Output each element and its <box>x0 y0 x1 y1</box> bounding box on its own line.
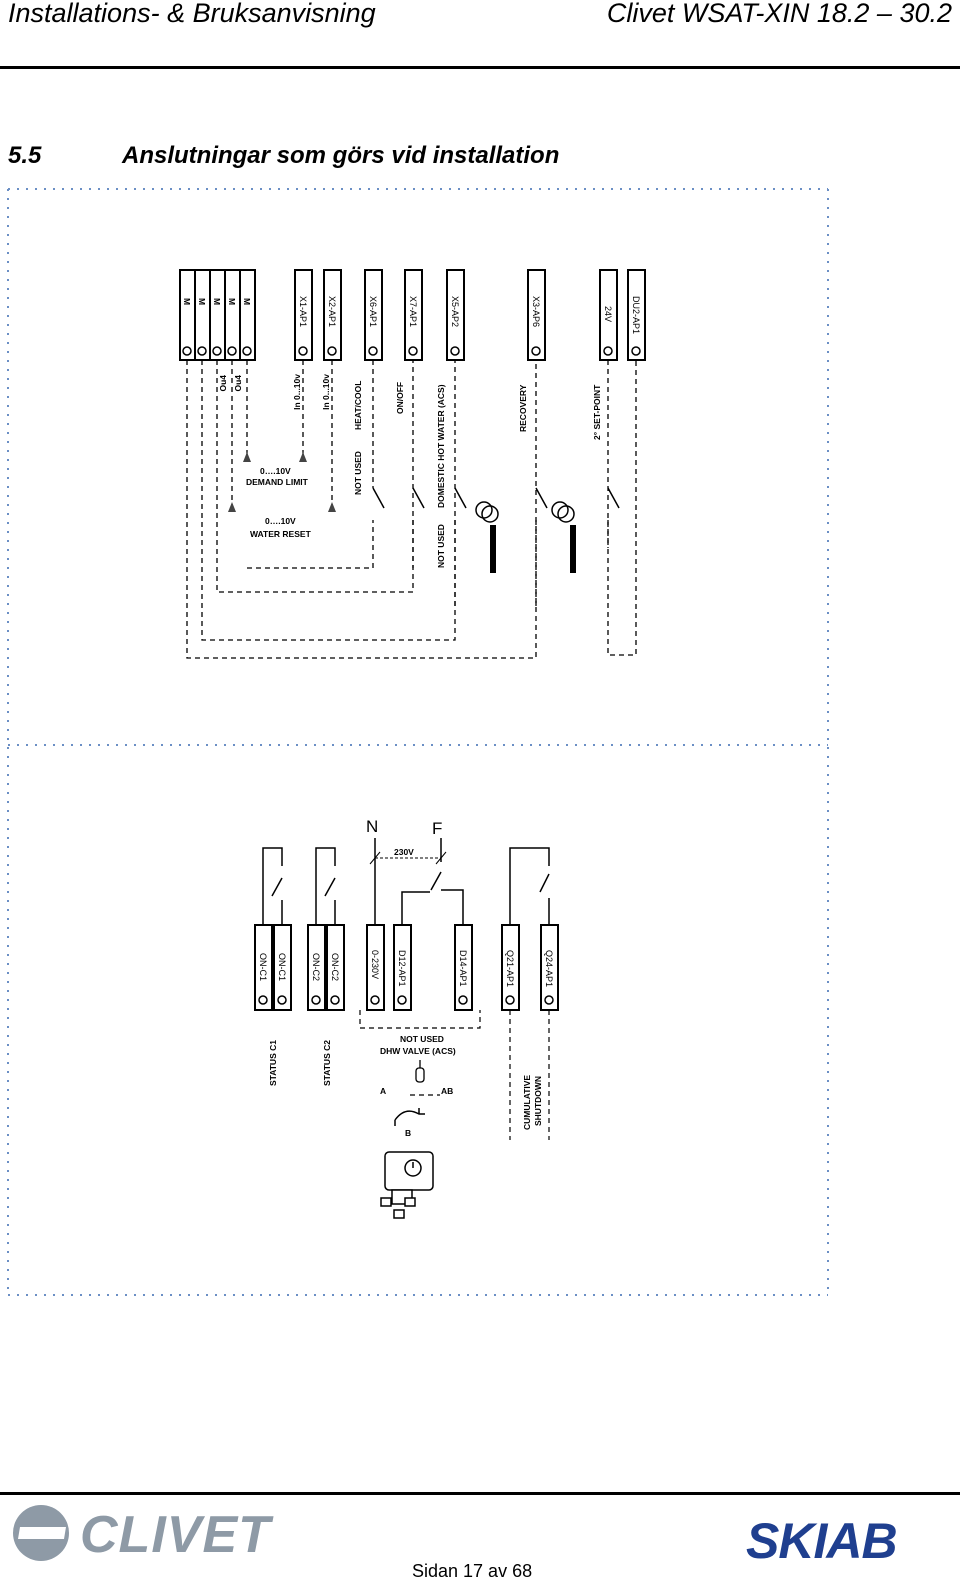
valve-hand-icon <box>415 1060 425 1083</box>
supply-dimension <box>369 851 447 865</box>
function-label-recovery: RECOVERY <box>518 384 528 432</box>
function-label-not-used-1: NOT USED <box>353 451 363 495</box>
signal-label-ou4-1: Ou4 <box>218 375 228 392</box>
section-number: 5.5 <box>8 142 42 169</box>
lower-terminal-screws <box>258 995 554 1005</box>
function-label-heat-cool: HEAT/COOL <box>353 381 363 430</box>
clivet-logo: CLIVET <box>80 1506 271 1564</box>
dhw-not-used-label: NOT USED <box>400 1034 444 1044</box>
lower-terminal-0-230v: 0-230V <box>370 950 380 979</box>
supply-voltage-label: 230V <box>394 847 414 857</box>
diagram-frame <box>7 188 829 1296</box>
lower-terminal-d12-ap1: D12-AP1 <box>397 950 407 987</box>
shutdown-label: SHUTDOWN <box>533 1076 543 1126</box>
valve-port-a: A <box>380 1086 386 1096</box>
clivet-emblem-icon <box>13 1505 69 1561</box>
skiab-logo: SKIAB <box>746 1513 898 1569</box>
terminal-label-m1: M <box>182 298 192 305</box>
signal-label-in-1: In 0...10v <box>292 374 302 410</box>
lower-terminal-d14-ap1: D14-AP1 <box>458 950 468 987</box>
header-right-title: Clivet WSAT-XIN 18.2 – 30.2 <box>606 0 952 28</box>
dhw-valve-label: DHW VALVE (ACS) <box>380 1046 456 1056</box>
water-reset-label: WATER RESET <box>250 529 312 539</box>
valve-port-ab: AB <box>441 1086 453 1096</box>
terminal-label-x6-ap1: X6-AP1 <box>368 296 378 327</box>
lower-terminal-q21-ap1: Q21-AP1 <box>505 950 515 987</box>
header-divider <box>0 66 960 69</box>
demand-limit-label: DEMAND LIMIT <box>246 477 309 487</box>
lower-terminal-on-c2-a: ON-C2 <box>311 953 321 981</box>
function-label-dhw: DOMESTIC HOT WATER (ACS) <box>436 384 446 508</box>
upper-terminal-screws <box>182 346 641 356</box>
terminal-label-x1-ap1: X1-AP1 <box>298 296 308 327</box>
terminal-label-m5: M <box>242 298 252 305</box>
terminal-label-24v: 24V <box>603 306 613 322</box>
valve-actuator-icon <box>380 1151 434 1219</box>
upper-terminal-blocks <box>179 269 646 361</box>
function-label-not-used-2: NOT USED <box>436 524 446 568</box>
terminal-label-x5-ap2: X5-AP2 <box>450 296 460 327</box>
terminal-label-m2: M <box>197 298 207 305</box>
lower-terminal-on-c1-a: ON-C1 <box>258 953 268 981</box>
upper-wiring <box>186 360 637 659</box>
valve-port-b: B <box>405 1128 411 1138</box>
signal-arrows <box>228 452 336 512</box>
header-left-title: Installations- & Bruksanvisning <box>8 0 376 28</box>
lower-dashed-wiring <box>359 1010 550 1140</box>
faucet-icon <box>394 1108 425 1126</box>
terminal-label-m3: M <box>212 298 222 305</box>
lower-terminal-blocks <box>254 924 559 1011</box>
function-label-on-off: ON/OFF <box>395 382 405 414</box>
status-c1-label: STATUS C1 <box>268 1040 278 1086</box>
section-title: Anslutningar som görs vid installation <box>122 142 560 169</box>
function-label-2nd-setpoint: 2° SET-POINT <box>592 384 602 440</box>
terminal-label-x7-ap1: X7-AP1 <box>408 296 418 327</box>
supply-f-label: F <box>432 819 442 838</box>
water-reset-value: 0….10V <box>265 516 296 526</box>
signal-label-in-2: In 0...10v <box>321 374 331 410</box>
demand-limit-value: 0….10V <box>260 466 291 476</box>
supply-n-label: N <box>366 817 378 836</box>
status-c2-label: STATUS C2 <box>322 1040 332 1086</box>
signal-label-ou4-2: Ou4 <box>233 375 243 392</box>
terminal-label-x3-ap6: X3-AP6 <box>531 296 541 327</box>
terminal-label-m4: M <box>227 298 237 305</box>
lower-terminal-q24-ap1: Q24-AP1 <box>544 950 554 987</box>
page-number: Sidan 17 av 68 <box>412 1561 533 1581</box>
footer-divider <box>0 1492 960 1495</box>
upper-switches <box>372 487 620 523</box>
cumulative-label: CUMULATIVE <box>522 1075 532 1130</box>
terminal-label-du2-ap1: DU2-AP1 <box>631 296 641 334</box>
lower-wiring <box>262 838 550 925</box>
lower-terminal-on-c2-b: ON-C2 <box>330 953 340 981</box>
lower-terminal-on-c1-b: ON-C1 <box>277 953 287 981</box>
terminal-label-x2-ap1: X2-AP1 <box>327 296 337 327</box>
sensor-probes <box>490 525 576 573</box>
